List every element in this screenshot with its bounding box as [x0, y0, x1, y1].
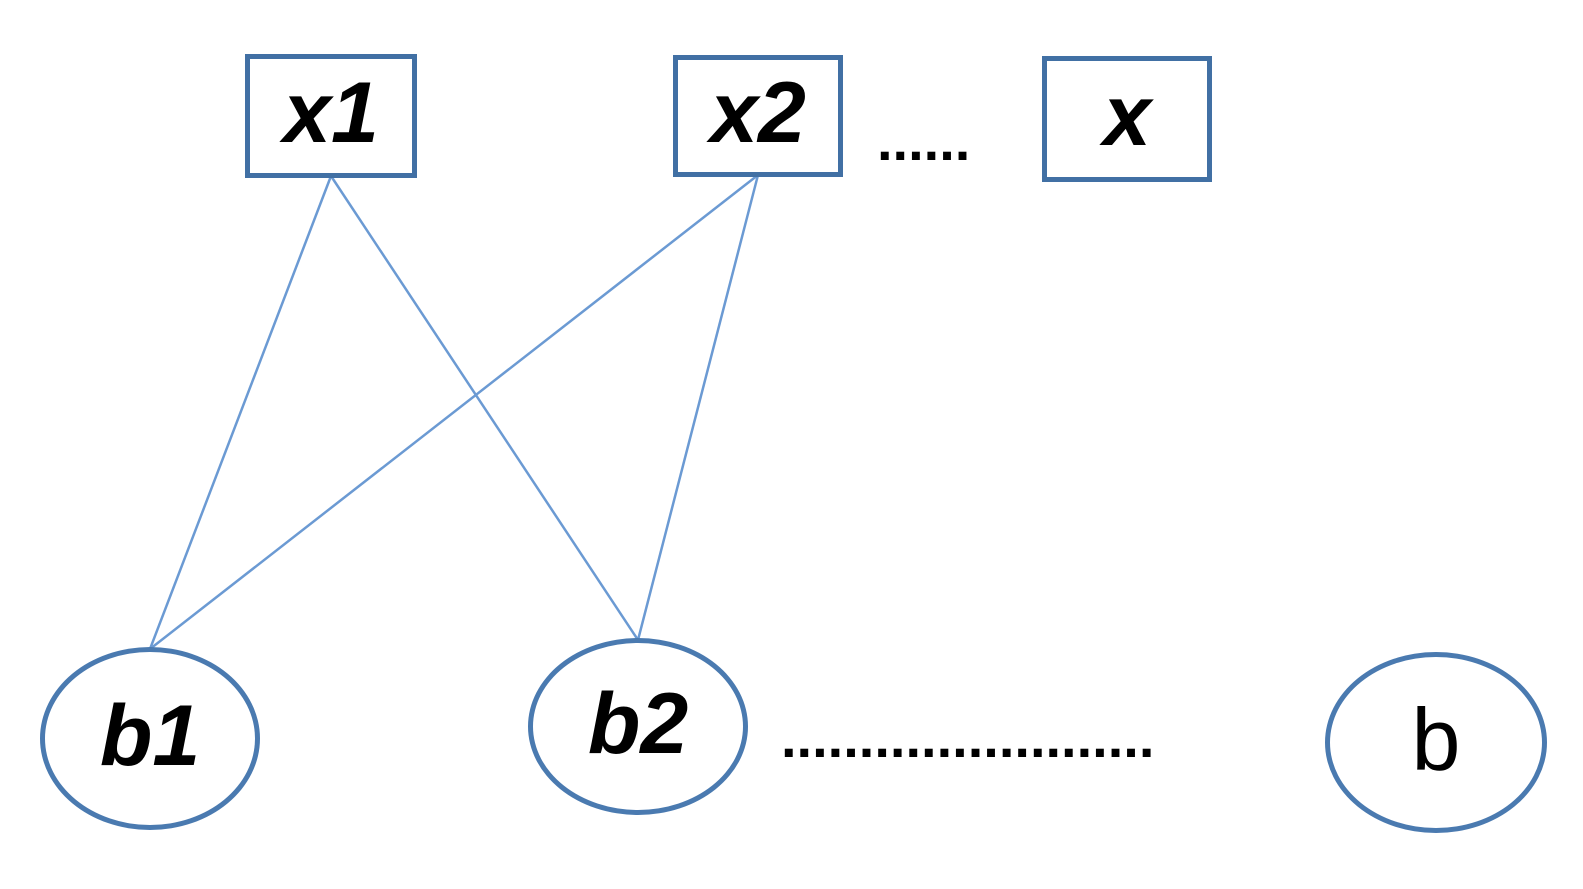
node-label-b1: b1	[99, 687, 201, 784]
node-label-x1: x1	[283, 65, 379, 161]
edge-line-x1-b1	[148, 175, 333, 650]
node-box-x1: x1	[245, 54, 417, 178]
edge-line-x2-b2	[636, 174, 760, 641]
node-ellipse-b: b	[1325, 652, 1547, 833]
bottom-row-ellipsis-dots: ........................	[781, 706, 1155, 769]
node-ellipse-b2: b2	[528, 638, 748, 815]
node-ellipse-b1: b1	[40, 647, 260, 830]
node-label-x: x	[1103, 68, 1151, 164]
node-label-x2: x2	[710, 65, 806, 161]
top-row-ellipsis-dots: ......	[877, 109, 971, 172]
node-box-x2: x2	[673, 55, 843, 177]
node-box-x: x	[1042, 56, 1212, 182]
edge-line-x1-b2	[329, 175, 640, 641]
node-label-b: b	[1411, 689, 1461, 789]
edge-line-x2-b1	[149, 174, 759, 650]
node-label-b2: b2	[587, 675, 689, 772]
